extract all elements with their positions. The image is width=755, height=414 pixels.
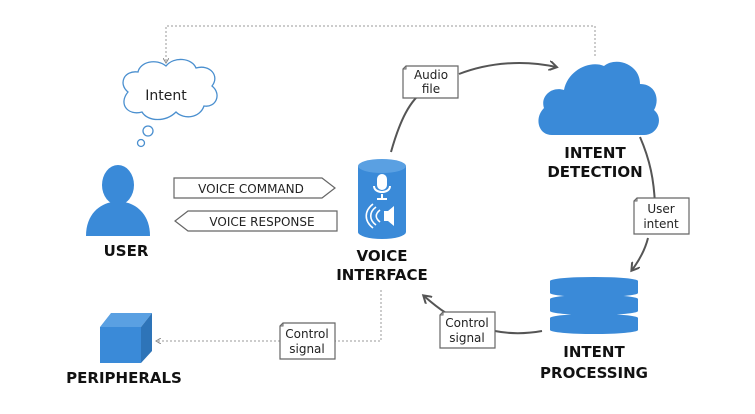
note-control-signal-processing-line1: Control [445, 316, 488, 330]
thought-bubble: Intent [122, 58, 218, 148]
cube-icon [100, 313, 152, 363]
user-icon [86, 165, 150, 236]
voice-response-label: VOICE RESPONSE [209, 215, 314, 229]
cloud-icon [538, 61, 659, 136]
flow-arrow-user-intent-to-processing [632, 237, 649, 270]
thought-cloud-shape [122, 58, 218, 121]
peripherals-label: PERIPHERALS [66, 369, 182, 387]
peripherals-node: PERIPHERALS [66, 313, 182, 387]
voice-interface-label-line2: INTERFACE [336, 266, 428, 284]
thought-dot-small [136, 138, 146, 148]
note-audio-file: Audio file [402, 65, 459, 99]
voice-command-label: VOICE COMMAND [198, 182, 304, 196]
intent-detection-node: INTENT DETECTION [538, 61, 659, 181]
voice-command-arrow: VOICE COMMAND [173, 177, 336, 199]
note-user-intent-line1: User [647, 202, 674, 216]
dotted-connector-detection-to-intent [166, 25, 596, 62]
note-control-signal-peripherals-line2: signal [289, 342, 325, 356]
note-control-signal-processing-line2: signal [449, 331, 485, 345]
flow-arrow-processing-to-control [494, 330, 543, 335]
thought-bubble-text: Intent [145, 88, 187, 104]
note-audio-file-line1: Audio [414, 68, 448, 82]
microphone-icon [373, 174, 391, 200]
note-control-signal-processing: Control signal [439, 311, 496, 349]
flow-arrow-control-to-interface [424, 296, 447, 314]
dotted-connector-interface-to-peripherals [157, 290, 382, 341]
user-node: USER [86, 165, 150, 260]
voice-interface-node: VOICE INTERFACE [336, 159, 428, 284]
voice-response-arrow: VOICE RESPONSE [174, 210, 338, 232]
intent-processing-label-line2: PROCESSING [540, 364, 648, 382]
note-control-signal-peripherals: Control signal [279, 322, 336, 360]
database-icon [550, 277, 638, 334]
flow-arrow-audio-to-detection [458, 63, 556, 75]
note-user-intent-line2: intent [643, 217, 679, 231]
flow-arrow-interface-to-detection [390, 89, 426, 153]
user-label: USER [104, 242, 149, 260]
note-audio-file-line2: file [422, 82, 440, 96]
speaker-icon [365, 203, 394, 229]
intent-detection-label-line2: DETECTION [547, 163, 642, 181]
intent-processing-node: INTENT PROCESSING [540, 277, 648, 382]
intent-processing-label-line1: INTENT [563, 343, 625, 361]
voice-interface-label-line1: VOICE [357, 247, 408, 265]
note-control-signal-peripherals-line1: Control [285, 327, 328, 341]
note-user-intent: User intent [633, 197, 690, 235]
thought-dot-large [142, 125, 154, 137]
intent-detection-label-line1: INTENT [564, 144, 626, 162]
